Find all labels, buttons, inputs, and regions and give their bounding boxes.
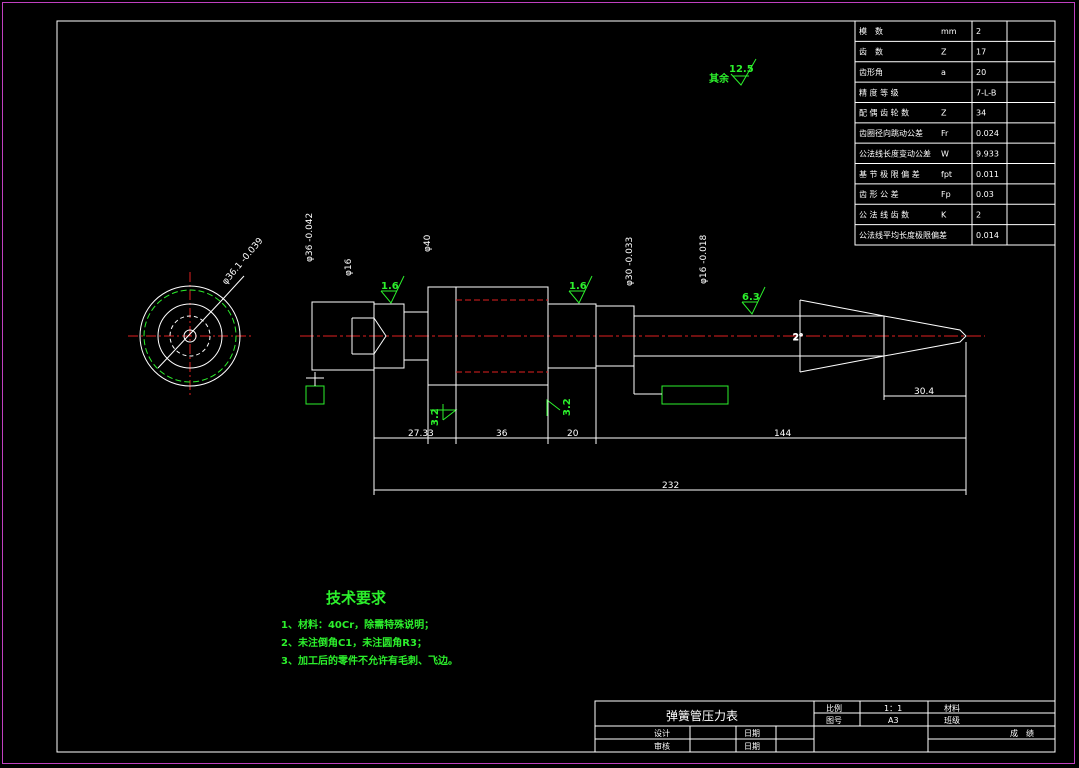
svg-text:技术要求: 技术要求	[326, 589, 387, 607]
svg-text:27.33: 27.33	[408, 429, 434, 439]
param-name: 齿 形 公 差	[859, 189, 899, 199]
param-name: 齿 数	[859, 47, 883, 57]
param-symbol: mm	[941, 27, 957, 36]
shaft-view: 2°	[300, 286, 985, 386]
param-name: 配 偶 齿 轮 数	[859, 108, 909, 118]
svg-text:3、加工后的零件不允许有毛刺、飞边。: 3、加工后的零件不允许有毛刺、飞边。	[281, 654, 458, 667]
tech-requirements: 技术要求 1、材料：40Cr，除需特殊说明； 2、未注倒角C1，未注圆角R3； …	[281, 589, 458, 667]
svg-text:其余: 其余	[709, 72, 730, 85]
svg-text:20: 20	[567, 429, 579, 439]
param-symbol: a	[941, 68, 946, 77]
inner-frame	[56, 20, 1056, 753]
param-value: 7-L-B	[976, 88, 996, 97]
param-table	[854, 20, 1056, 246]
svg-text:成 绩: 成 绩	[1010, 728, 1034, 738]
svg-text:12.5: 12.5	[729, 64, 754, 75]
param-name: 公 法 线 齿 数	[859, 210, 909, 220]
svg-text:232: 232	[662, 481, 679, 491]
param-value: 17	[976, 48, 986, 57]
svg-text:6.3: 6.3	[742, 292, 760, 303]
param-name: 公法线平均长度极限偏差	[859, 230, 947, 240]
end-view: φ36.1 -0.039	[128, 236, 266, 398]
param-value: 34	[976, 109, 986, 118]
svg-text:1、材料：40Cr，除需特殊说明；: 1、材料：40Cr，除需特殊说明；	[281, 618, 434, 631]
param-name: 基 节 极 限 偏 差	[859, 169, 920, 179]
datum-boxes	[305, 366, 729, 405]
param-symbol: Fr	[941, 129, 949, 138]
svg-text:36: 36	[496, 429, 508, 439]
param-name: 齿形角	[859, 67, 883, 77]
param-value: 9.933	[976, 149, 999, 158]
param-name: 公法线长度变动公差	[859, 148, 931, 158]
svg-text:30.4: 30.4	[914, 387, 934, 397]
svg-text:2、未注倒角C1，未注圆角R3；: 2、未注倒角C1，未注圆角R3；	[281, 636, 427, 649]
param-value: 0.011	[976, 170, 999, 179]
param-value: 2	[976, 27, 981, 36]
param-value: 0.024	[976, 129, 999, 138]
svg-text:1.6: 1.6	[569, 281, 587, 292]
svg-text:设计: 设计	[654, 728, 670, 738]
svg-text:φ36.1 -0.039: φ36.1 -0.039	[221, 236, 266, 287]
svg-text:1：1: 1：1	[884, 704, 902, 713]
svg-text:弹簧管压力表: 弹簧管压力表	[666, 708, 738, 723]
svg-text:图号: 图号	[826, 716, 842, 725]
svg-text:φ30 -0.033: φ30 -0.033	[625, 237, 635, 286]
svg-text:审核: 审核	[654, 741, 670, 751]
dimension-lines	[373, 342, 967, 495]
roughness-other: 其余 12.5	[709, 58, 757, 86]
param-value: 0.014	[976, 231, 999, 240]
param-symbol: Z	[941, 109, 947, 118]
svg-text:3.2: 3.2	[430, 408, 441, 426]
svg-text:比例: 比例	[826, 703, 842, 713]
svg-text:日期: 日期	[744, 729, 760, 738]
diameter-labels: φ36 -0.042 φ16 φ40 φ30 -0.033 φ16 -0.018	[305, 213, 709, 286]
svg-text:A3: A3	[888, 716, 899, 725]
param-name: 精 度 等 级	[859, 87, 899, 97]
title-block	[594, 700, 1056, 753]
param-value: 20	[976, 68, 986, 77]
svg-text:φ40: φ40	[423, 234, 433, 252]
param-value: 0.03	[976, 190, 994, 199]
svg-text:φ16 -0.018: φ16 -0.018	[699, 234, 709, 284]
svg-text:班级: 班级	[944, 715, 960, 725]
svg-text:φ36 -0.042: φ36 -0.042	[305, 213, 315, 262]
param-symbol: Fp	[941, 190, 951, 199]
param-name: 模 数	[859, 26, 883, 36]
svg-text:1.6: 1.6	[381, 281, 399, 292]
param-symbol: W	[941, 149, 949, 158]
svg-text:3.2: 3.2	[562, 398, 573, 416]
param-symbol: fpt	[941, 170, 952, 179]
param-name: 齿圈径向跳动公差	[859, 128, 923, 138]
svg-text:φ16: φ16	[344, 258, 354, 276]
svg-text:2°: 2°	[793, 333, 803, 343]
svg-text:日期: 日期	[744, 742, 760, 751]
param-symbol: Z	[941, 48, 947, 57]
param-symbol: K	[941, 211, 947, 220]
svg-text:材料: 材料	[944, 703, 960, 713]
param-value: 2	[976, 211, 981, 220]
roughness-marks	[380, 275, 766, 421]
svg-text:144: 144	[774, 429, 791, 439]
